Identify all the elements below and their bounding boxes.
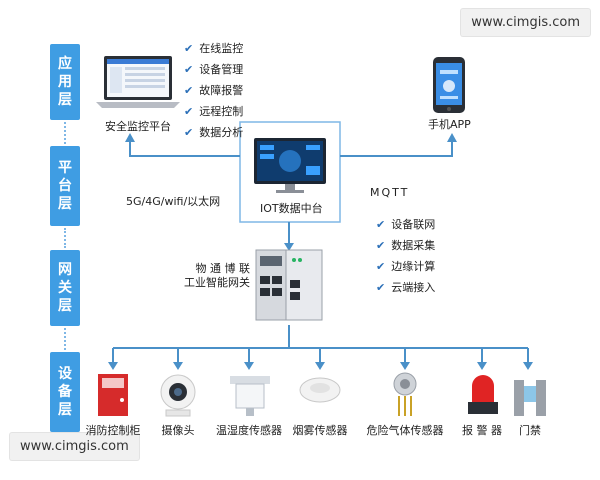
layer-label-app: 应用层 [50,44,80,120]
check-icon: ✔ [376,218,386,231]
app-feature-list: ✔在线监控 ✔设备管理 ✔故障报警 ✔远程控制 ✔数据分析 [184,38,243,143]
list-item: ✔云端接入 [376,277,435,298]
watermark-top: www.cimgis.com [461,9,590,36]
list-item: ✔设备联网 [376,214,435,235]
check-icon: ✔ [376,260,386,273]
access-gate-icon [514,380,546,416]
camera-icon [160,374,196,417]
arrowhead [447,133,457,142]
right-protocol-label: MQTT [370,186,410,199]
list-item: ✔设备管理 [184,59,243,80]
layer-label-gateway: 网关层 [50,250,80,326]
connector-platform-to-app [340,140,453,157]
device-label: 消防控制柜 [85,424,141,437]
list-item: ✔数据分析 [184,122,243,143]
list-item: ✔远程控制 [184,101,243,122]
device-label: 危险气体传感器 [366,424,444,437]
device-label: 摄像头 [161,424,195,437]
connector-platform-to-pc [129,140,240,157]
temp-humidity-sensor-icon [230,376,270,416]
layer-divider [64,328,68,350]
device-label: 报 警 器 [462,424,502,437]
check-icon: ✔ [184,42,194,55]
list-item: ✔在线监控 [184,38,243,59]
layer-label-platform: 平台层 [50,146,80,226]
phone-icon [433,57,465,113]
list-item: ✔故障报警 [184,80,243,101]
arrowhead [125,133,135,142]
check-icon: ✔ [184,84,194,97]
check-icon: ✔ [376,239,386,252]
device-label: 门禁 [519,424,541,437]
mobile-app-label: 手机APP [428,118,471,131]
gateway-feature-list: ✔设备联网 ✔数据采集 ✔边缘计算 ✔云端接入 [376,214,435,298]
list-item: ✔边缘计算 [376,256,435,277]
layer-divider [64,122,68,144]
iot-platform-label: IOT数据中台 [260,202,323,215]
gateway-device-icon [255,249,323,321]
alarm-light-icon [468,375,498,414]
check-icon: ✔ [184,105,194,118]
laptop-icon [96,56,180,108]
layer-divider [64,228,68,248]
gateway-name: 物 通 博 联 工业智能网关 [184,262,250,289]
smoke-sensor-icon [299,377,341,403]
watermark-bottom: www.cimgis.com [10,433,139,460]
list-item: ✔数据采集 [376,235,435,256]
layer-label-device: 设备层 [50,352,80,432]
check-icon: ✔ [376,281,386,294]
pc-platform-label: 安全监控平台 [105,120,171,133]
left-protocol-label: 5G/4G/wifi/以太网 [126,195,221,208]
device-label: 烟雾传感器 [292,424,348,437]
arrowhead [284,243,294,251]
device-label: 温湿度传感器 [216,424,282,437]
check-icon: ✔ [184,126,194,139]
gas-sensor-icon [393,372,417,416]
check-icon: ✔ [184,63,194,76]
monitor-icon [254,138,326,193]
fire-cabinet-icon [98,374,128,416]
